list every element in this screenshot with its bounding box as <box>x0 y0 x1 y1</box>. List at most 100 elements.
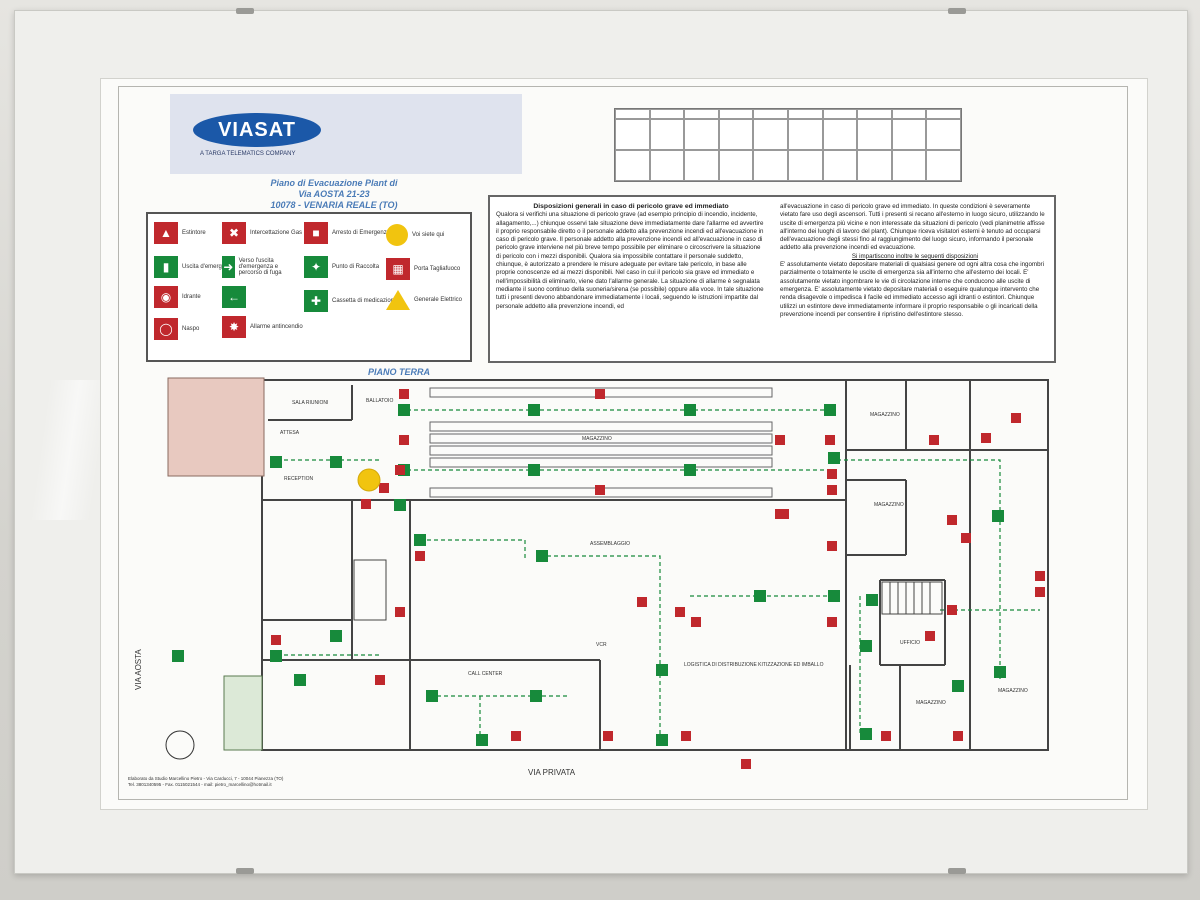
you-are-here-icon <box>386 224 408 246</box>
room-label: ATTESA <box>280 430 300 436</box>
exit-sign-icon <box>476 734 488 746</box>
fire-equipment-icon <box>825 435 835 445</box>
exit-sign-icon <box>414 534 426 546</box>
legend-item-extinguisher: ▲Estintore <box>154 222 206 244</box>
escape-routes <box>270 409 1040 740</box>
fire-equipment-icon <box>827 541 837 551</box>
legend-item-firedoor: ▦Porta Tagliafuoco <box>386 258 460 280</box>
plan-heading-line3: 10078 - VENARIA REALE (TO) <box>270 200 398 210</box>
fire-equipment-icon <box>1035 571 1045 581</box>
exit-sign-icon <box>530 690 542 702</box>
electric-warning-icon <box>386 290 410 310</box>
exit-sign-icon <box>270 456 282 468</box>
fire-equipment-icon <box>881 731 891 741</box>
fire-equipment-icon <box>361 499 371 509</box>
fire-equipment-icon <box>775 435 785 445</box>
provisions-title: Disposizioni generali in caso di pericol… <box>533 203 729 210</box>
exit-sign-icon <box>528 404 540 416</box>
building-walls <box>261 379 1049 751</box>
exit-sign-icon <box>270 650 282 662</box>
credits-line1: Elaborato da Studio Marcellino Pietro - … <box>128 776 284 781</box>
fire-equipment-icon <box>399 389 409 399</box>
room-label: MAGAZZINO <box>874 502 904 508</box>
room-label: RECEPTION <box>284 476 314 482</box>
room-label: LOGISTICA DI DISTRIBUZIONE KITIZZAZIONE … <box>684 662 824 668</box>
you-are-here-marker <box>357 468 381 492</box>
safety-markers <box>271 389 1045 769</box>
exit-sign-icon <box>860 640 872 652</box>
sheet-border <box>118 86 1128 800</box>
assembly-point-icon: ✦ <box>304 256 328 278</box>
fire-equipment-icon <box>271 635 281 645</box>
room-label: MAGAZZINO <box>916 700 946 706</box>
exit-sign-icon <box>536 550 548 562</box>
exit-sign-icon <box>824 404 836 416</box>
fire-equipment-icon <box>637 597 647 607</box>
first-aid-icon: ✚ <box>304 290 328 312</box>
fire-equipment-icon <box>827 617 837 627</box>
room-labels: MAGAZZINO ASSEMBLAGGIO VCR CALL CENTER L… <box>280 398 1028 706</box>
fire-equipment-icon <box>779 509 789 519</box>
fire-equipment-icon <box>925 631 935 641</box>
hose-reel-icon: ◯ <box>154 318 178 340</box>
room-label: UFFICIO <box>900 640 920 646</box>
fire-equipment-icon <box>741 759 751 769</box>
exit-sign-icon <box>828 590 840 602</box>
exit-sign-icon <box>330 456 342 468</box>
room-label: MAGAZZINO <box>582 436 612 442</box>
fire-equipment-icon <box>681 731 691 741</box>
street-label-left: VIA AOSTA <box>134 649 143 690</box>
room-label: CALL CENTER <box>468 671 503 677</box>
room-label: ASSEMBLAGGIO <box>590 541 630 547</box>
fire-door-icon: ▦ <box>386 258 410 280</box>
exit-sign-icon <box>828 452 840 464</box>
fire-equipment-icon <box>595 485 605 495</box>
fire-equipment-icon <box>961 533 971 543</box>
exit-sign-icon <box>172 650 184 662</box>
extinguisher-icon: ▲ <box>154 222 178 244</box>
fire-equipment-icon <box>399 435 409 445</box>
compass-rose <box>165 730 195 760</box>
fire-equipment-icon <box>1011 413 1021 423</box>
exit-sign-icon <box>866 594 878 606</box>
room-label: VCR <box>596 642 607 648</box>
plan-heading-line1: Piano di Evacuazione Plant di <box>270 178 398 188</box>
legend-item-assembly: ✦Punto di Raccolta <box>304 256 379 278</box>
credits-line2: Tel. 3801340595 - Fax. 0115021544 - mail… <box>128 782 272 787</box>
frame-clip <box>236 868 254 874</box>
fire-alarm-icon: ✸ <box>222 316 246 338</box>
gas-shutoff-icon: ✖ <box>222 222 246 244</box>
legend-item-electric: Generale Elettrico <box>386 290 462 310</box>
exit-sign-icon <box>426 690 438 702</box>
fire-equipment-icon <box>379 483 389 493</box>
legend-item-hose: ◯Naspo <box>154 318 199 340</box>
provisions-subheading: Si impartiscono inoltre le seguenti disp… <box>851 252 979 260</box>
floor-title: PIANO TERRA <box>368 367 431 377</box>
fire-equipment-icon <box>691 617 701 627</box>
hydrant-icon: ◉ <box>154 286 178 308</box>
emergency-exit-icon: ▮ <box>154 256 178 278</box>
legend-box: ▲Estintore ✖Intercettazione Gas ■Arresto… <box>146 212 472 362</box>
fire-equipment-icon <box>1035 587 1045 597</box>
frame-clip <box>236 8 254 14</box>
exit-sign-icon <box>684 464 696 476</box>
plan-heading-line2: Via AOSTA 21-23 <box>298 189 370 199</box>
warehouse-racks <box>429 387 773 498</box>
fire-equipment-icon <box>675 607 685 617</box>
room-label: SALA RIUNIONI <box>292 400 328 406</box>
fire-equipment-icon <box>947 605 957 615</box>
fire-equipment-icon <box>827 485 837 495</box>
legend-item-exit: ▮Uscita d'emergenza <box>154 256 235 278</box>
fire-equipment-icon <box>947 515 957 525</box>
room-label: BALLATOIO <box>366 398 393 404</box>
general-provisions-box: Disposizioni generali in caso di pericol… <box>488 195 1056 363</box>
legend-item-gas: ✖Intercettazione Gas <box>222 222 302 244</box>
exit-sign-icon <box>330 630 342 642</box>
exit-sign-icon <box>528 464 540 476</box>
exit-sign-icon <box>952 680 964 692</box>
extinguisher-usage-table <box>614 108 962 182</box>
exit-sign-icon <box>398 404 410 416</box>
exit-sign-icon <box>656 664 668 676</box>
viasat-tagline: A TARGA TELEMATICS COMPANY <box>200 151 296 157</box>
